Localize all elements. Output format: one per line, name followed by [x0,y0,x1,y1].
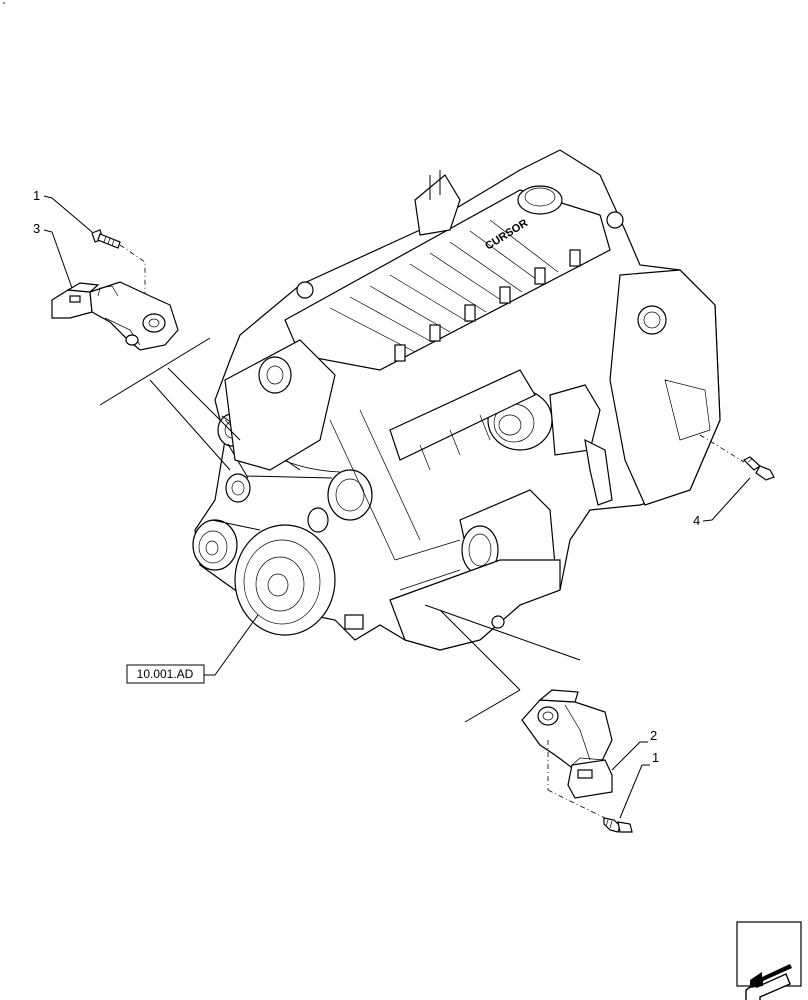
callout-1-bottom-leader [619,764,650,819]
leader-bottom-b [464,689,521,723]
callout-4-leader [702,477,751,522]
callout-3: 3 [33,221,40,236]
callout-2: 2 [650,728,657,743]
callout-1-top-leader [43,195,93,233]
flywheel-housing [609,269,721,506]
valve-cover-ribs [329,219,559,353]
bolt-right-axis [699,434,745,463]
leader-top-a [99,337,211,406]
callout-4: 4 [693,513,700,528]
oil-filler-cap [517,185,563,215]
leader-bottom-c [424,604,581,661]
oil-pan [389,559,561,651]
bolt-bottom [603,817,633,833]
reference-box[interactable]: 10.001.AD [126,664,205,684]
leader-top-b [167,367,241,441]
bolt-right [742,456,775,481]
bracket-top [51,281,179,351]
leader-bottom-a [439,609,521,691]
injector-row [394,249,581,362]
next-page-arrow-icon[interactable] [736,921,802,1000]
reference-label[interactable]: 10.001.AD [137,667,194,681]
leader-top-c [149,379,231,471]
bracket-bottom-axis-b [547,789,606,819]
bolt-top [91,229,121,249]
corner-mark [3,2,5,4]
callout-1-top: 1 [33,188,40,203]
reference-leader [204,614,259,676]
callout-3-leader [43,229,73,289]
engine-illustration: CURSOR [192,149,721,651]
callout-2-leader [611,741,648,771]
callout-1-bottom: 1 [652,750,659,765]
bracket-bottom [521,689,613,799]
